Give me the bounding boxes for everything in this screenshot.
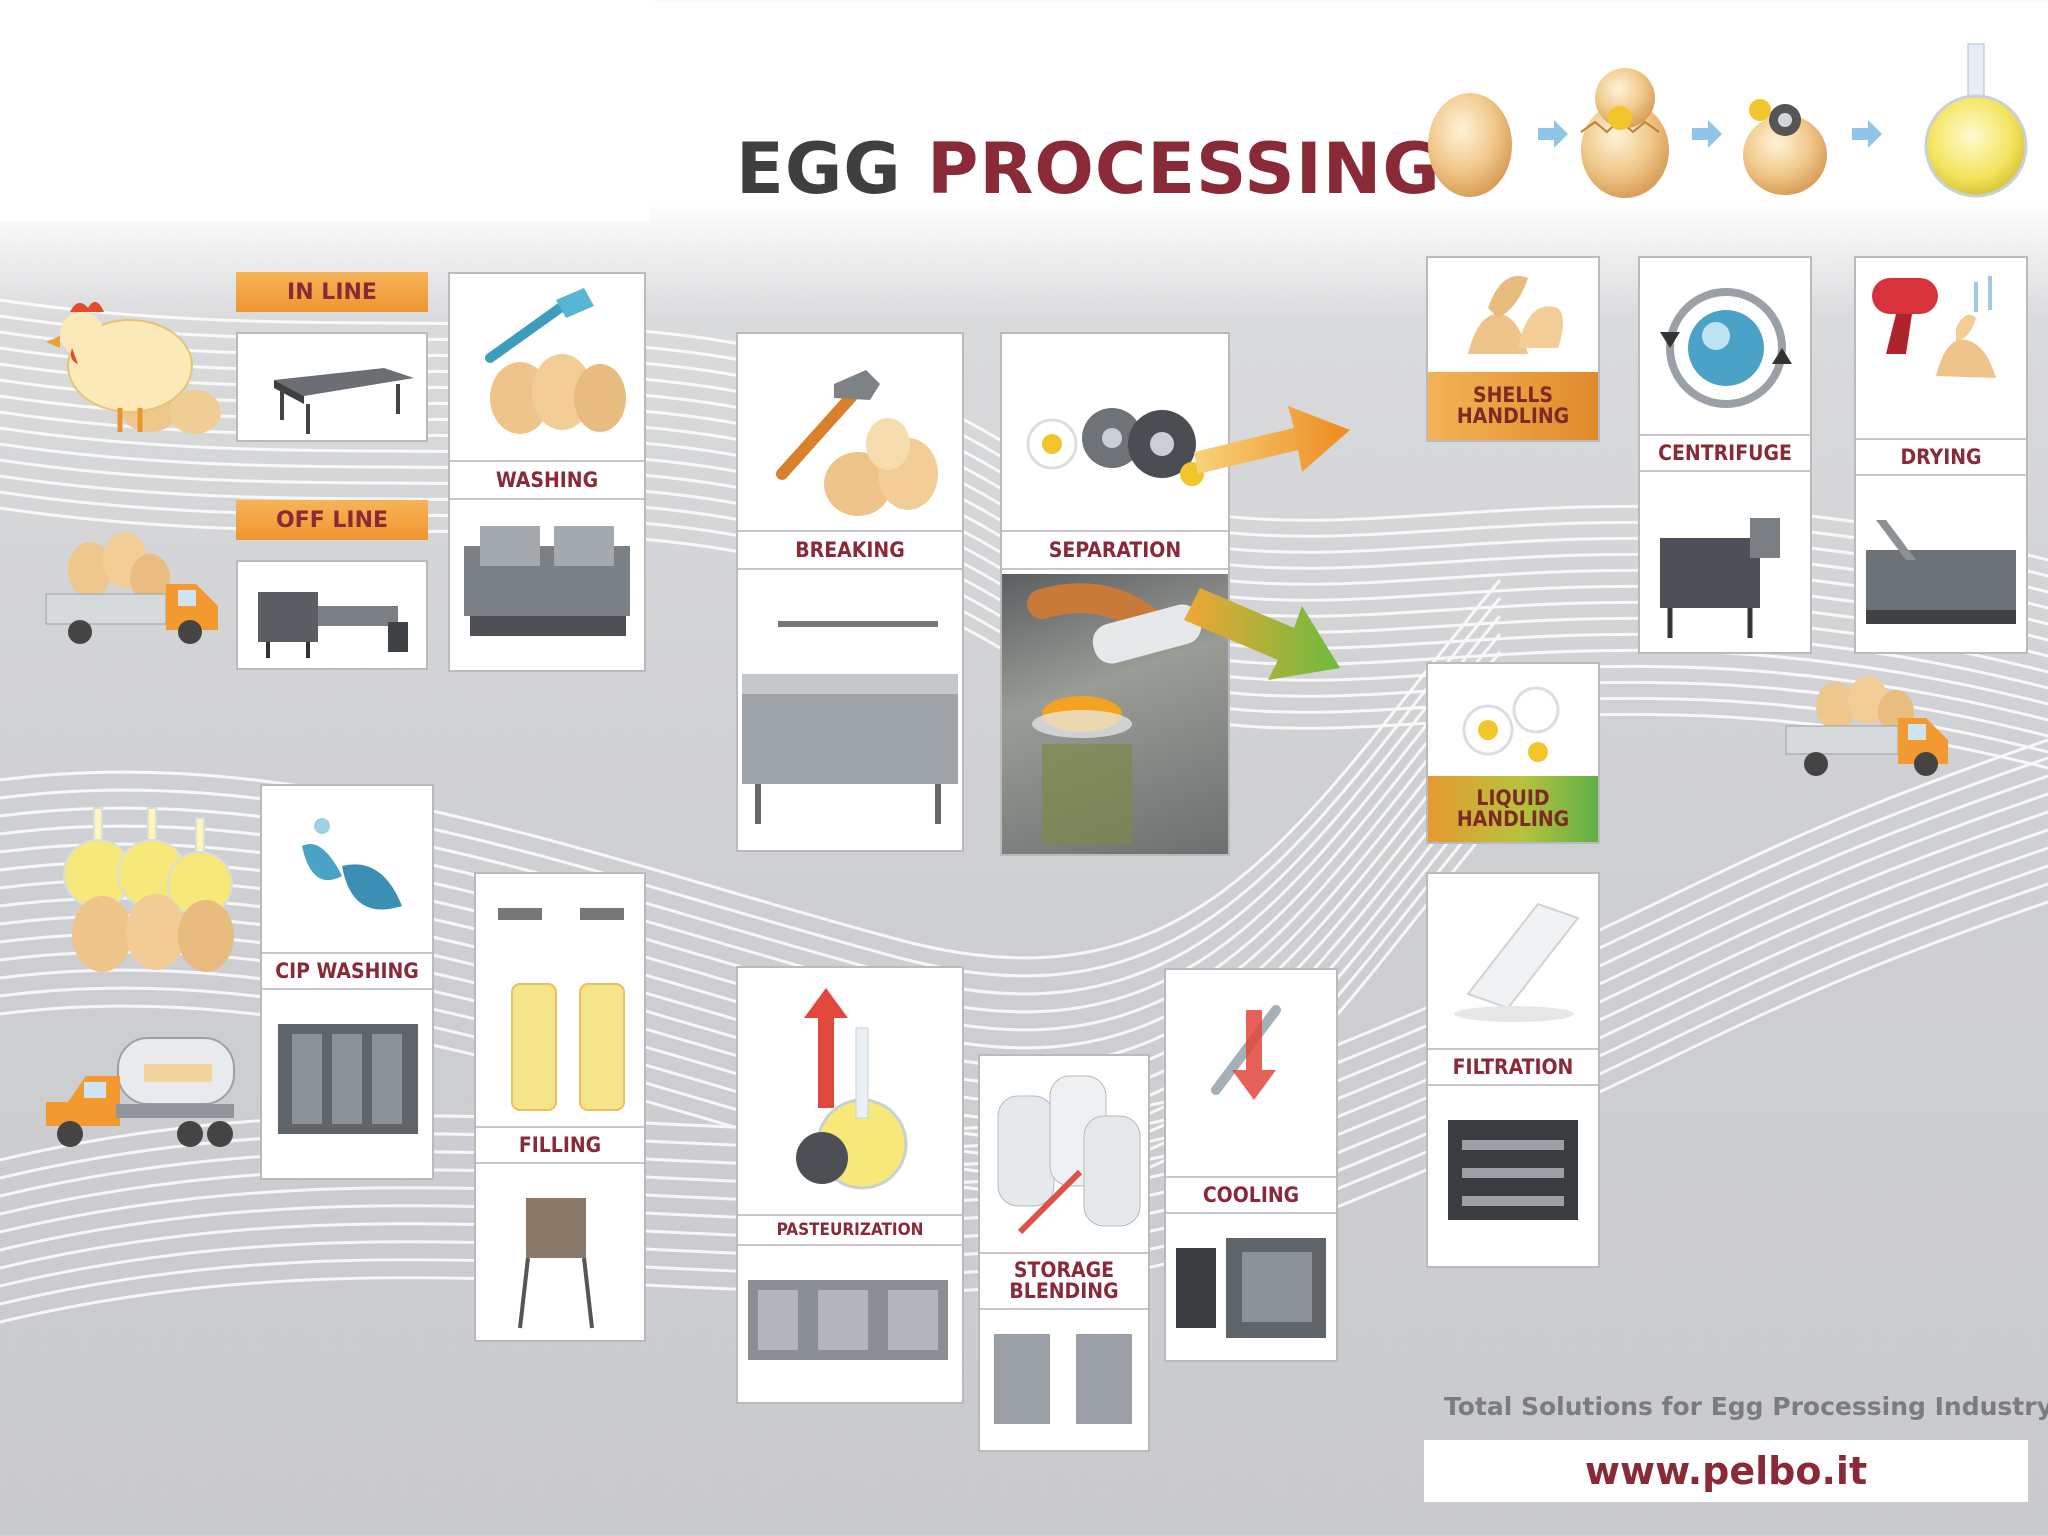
label-liquid-handling: LIQUID HANDLING bbox=[1428, 776, 1598, 842]
card-centrifuge: CENTRIFUGE bbox=[1638, 256, 1812, 654]
hair-dryer-icon bbox=[1856, 258, 2026, 434]
card-filling: FILLING bbox=[474, 872, 646, 1342]
egg-truck-icon bbox=[40, 520, 230, 650]
label-pasteurization: PASTEURIZATION bbox=[738, 1214, 962, 1246]
website-link[interactable]: www.pelbo.it bbox=[1424, 1440, 2028, 1502]
label-drying: DRYING bbox=[1856, 438, 2026, 476]
broken-eggs-icon bbox=[1428, 664, 1598, 774]
footer-tagline: Total Solutions for Egg Processing Indus… bbox=[1444, 1392, 2048, 1421]
tag-in-line: IN LINE bbox=[236, 272, 428, 312]
card-washing: WASHING bbox=[448, 272, 646, 672]
hammer-icon bbox=[738, 334, 962, 524]
storage-tanks-icon bbox=[980, 1056, 1148, 1246]
tag-off-line: OFF LINE bbox=[236, 500, 428, 540]
card-shells-handling: SHELLS HANDLING bbox=[1426, 256, 1600, 442]
cooling-icon bbox=[1166, 970, 1336, 1170]
arrow-to-shells-icon bbox=[1190, 388, 1360, 488]
label-centrifuge: CENTRIFUGE bbox=[1640, 434, 1810, 472]
card-cip-washing: CIP WASHING bbox=[260, 784, 434, 1180]
card-cooling: COOLING bbox=[1164, 968, 1338, 1362]
washing-machine-icon bbox=[450, 506, 644, 666]
filling-machine-icon bbox=[476, 1168, 644, 1340]
filtration-unit-icon bbox=[1428, 1090, 1598, 1266]
bottles-icon bbox=[476, 874, 644, 1124]
page-title: EGG PROCESSING bbox=[736, 128, 1441, 210]
label-cooling: COOLING bbox=[1166, 1176, 1336, 1214]
website-url-text: www.pelbo.it bbox=[1585, 1449, 1867, 1493]
centrifuge-icon bbox=[1640, 258, 1810, 430]
card-pasteurization: PASTEURIZATION bbox=[736, 966, 964, 1404]
breaking-machine-icon bbox=[738, 584, 962, 844]
label-shells-handling: SHELLS HANDLING bbox=[1428, 372, 1598, 440]
card-filtration: FILTRATION bbox=[1426, 872, 1600, 1268]
drying-machine-icon bbox=[1856, 480, 2026, 652]
label-filtration: FILTRATION bbox=[1428, 1048, 1598, 1086]
centrifuge-machine-icon bbox=[1640, 478, 1810, 650]
cip-machine-icon bbox=[262, 994, 432, 1174]
brush-eggs-icon bbox=[450, 274, 644, 454]
title-word-egg: EGG bbox=[736, 128, 902, 210]
eggshells-icon bbox=[1428, 258, 1598, 368]
card-in-line-machine bbox=[236, 332, 428, 442]
pasteurization-icon bbox=[738, 968, 962, 1208]
card-storage-blending: STORAGE BLENDING bbox=[978, 1054, 1150, 1452]
egg-to-liquid-sequence-icon bbox=[1420, 40, 2040, 200]
label-separation: SEPARATION bbox=[1002, 530, 1228, 570]
header-white-band bbox=[0, 0, 650, 222]
conveyor-machine-icon bbox=[238, 334, 426, 440]
flask-eggs-icon bbox=[56, 804, 246, 984]
water-drops-icon bbox=[262, 786, 432, 946]
title-word-processing: PROCESSING bbox=[927, 128, 1441, 210]
egg-truck-icon-right bbox=[1776, 664, 1966, 784]
hen-icon bbox=[40, 288, 230, 438]
pasteurizer-plant-icon bbox=[738, 1250, 962, 1400]
label-cip-washing: CIP WASHING bbox=[262, 952, 432, 990]
card-off-line-machine bbox=[236, 560, 428, 670]
label-washing: WASHING bbox=[450, 460, 644, 500]
tanker-truck-icon bbox=[40, 1024, 240, 1154]
arrow-to-liquid-icon bbox=[1196, 566, 1366, 686]
card-drying: DRYING bbox=[1854, 256, 2028, 654]
label-storage-blending: STORAGE BLENDING bbox=[980, 1252, 1148, 1310]
label-breaking: BREAKING bbox=[738, 530, 962, 570]
card-breaking: BREAKING bbox=[736, 332, 964, 852]
offline-loader-icon bbox=[238, 562, 426, 668]
filter-panel-icon bbox=[1428, 874, 1598, 1044]
cooling-machine-icon bbox=[1166, 1218, 1336, 1358]
label-filling: FILLING bbox=[476, 1126, 644, 1164]
blending-tanks-icon bbox=[980, 1314, 1148, 1450]
card-liquid-handling: LIQUID HANDLING bbox=[1426, 662, 1600, 844]
